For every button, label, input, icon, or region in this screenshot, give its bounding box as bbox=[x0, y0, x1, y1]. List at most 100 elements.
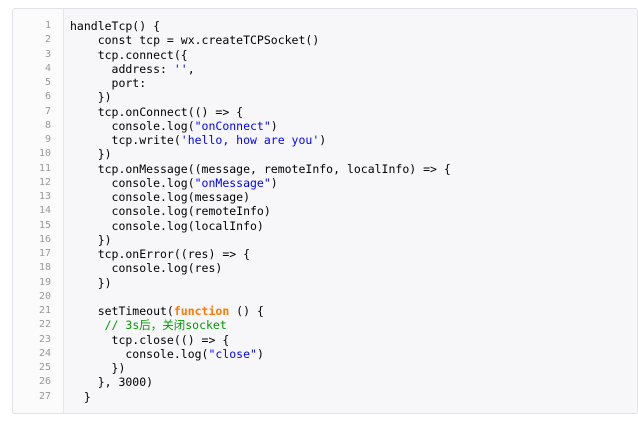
line-number: 7 bbox=[44, 105, 51, 117]
code-text: address: '', bbox=[70, 62, 195, 76]
code-text: console.log(message) bbox=[70, 190, 250, 204]
code-text: // 3s后，关闭socket bbox=[70, 318, 227, 332]
code-token: , bbox=[187, 61, 195, 76]
code-token: tcp.onConnect(() => { bbox=[70, 104, 244, 119]
code-token: }) bbox=[70, 90, 112, 105]
line-number: 5 bbox=[44, 77, 51, 88]
code-token: } bbox=[70, 389, 91, 404]
code-text: handleTcp() { bbox=[70, 19, 160, 33]
line-number: 9 bbox=[44, 134, 51, 145]
code-line: 20 bbox=[13, 290, 637, 304]
string-token: 'hello, how are you' bbox=[180, 133, 320, 147]
code-line: 12 console.log("onMessage") bbox=[13, 176, 637, 190]
code-token: ) bbox=[256, 346, 264, 361]
code-text: console.log("onConnect") bbox=[70, 119, 278, 133]
code-line: 23 tcp.close(() => { bbox=[13, 333, 637, 347]
code-line: 24 console.log("close") bbox=[13, 347, 637, 361]
code-text: }) bbox=[70, 147, 112, 161]
code-token: console.log( bbox=[70, 175, 195, 190]
code-line: 13 console.log(message) bbox=[13, 190, 637, 204]
code-line: 26 }, 3000) bbox=[13, 375, 637, 389]
line-number: 10 bbox=[38, 148, 51, 160]
code-token: }) bbox=[70, 232, 112, 247]
code-text: console.log("close") bbox=[70, 347, 264, 361]
line-number: 27 bbox=[38, 390, 51, 402]
line-number: 13 bbox=[38, 191, 51, 202]
code-token: console.log(localInfo) bbox=[70, 218, 264, 233]
code-token: console.log( bbox=[70, 118, 195, 133]
code-line: 8 console.log("onConnect") bbox=[13, 119, 637, 133]
code-token: }) bbox=[70, 361, 126, 375]
code-token: address: bbox=[70, 61, 174, 76]
string-token: "close" bbox=[208, 346, 257, 361]
line-number: 3 bbox=[44, 48, 51, 60]
string-token: "onMessage" bbox=[194, 175, 271, 190]
code-token: tcp.onMessage((message, remoteInfo, loca… bbox=[70, 161, 451, 176]
code-text: console.log(localInfo) bbox=[70, 219, 264, 233]
code-line: 17 tcp.onError((res) => { bbox=[13, 247, 637, 261]
line-number: 20 bbox=[38, 290, 51, 302]
code-line: 1 handleTcp() { bbox=[13, 19, 637, 33]
line-number: 14 bbox=[38, 205, 51, 217]
code-text: }, 3000) bbox=[70, 375, 153, 389]
code-line: 15 console.log(localInfo) bbox=[13, 219, 637, 233]
line-number: 17 bbox=[38, 248, 51, 259]
code-token: tcp.onError((res) => { bbox=[70, 247, 251, 261]
line-number-gutter bbox=[13, 9, 64, 413]
code-text: }) bbox=[70, 276, 112, 290]
code-line: 14 console.log(remoteInfo) bbox=[13, 204, 637, 218]
code-line: 19 }) bbox=[13, 276, 637, 290]
code-text: }) bbox=[70, 361, 126, 375]
code-line: 9 tcp.write('hello, how are you') bbox=[13, 133, 637, 147]
code-text: console.log(res) bbox=[70, 261, 223, 275]
code-text: port: bbox=[70, 76, 147, 90]
code-line: 4 address: '', bbox=[13, 62, 637, 76]
line-number: 11 bbox=[38, 162, 51, 174]
code-token: const tcp = wx.createTCPSocket() bbox=[70, 33, 320, 48]
code-token: setTimeout( bbox=[70, 304, 174, 318]
string-token: '' bbox=[173, 61, 188, 76]
code-token: }) bbox=[70, 147, 112, 162]
line-number: 2 bbox=[44, 34, 51, 46]
code-line: 18 console.log(res) bbox=[13, 261, 637, 275]
code-line: 5 port: bbox=[13, 76, 637, 90]
line-number: 24 bbox=[38, 347, 51, 359]
keyword-token: function bbox=[173, 304, 230, 318]
code-text: tcp.onError((res) => { bbox=[70, 247, 250, 261]
line-number: 19 bbox=[38, 276, 51, 288]
code-token: tcp.connect({ bbox=[70, 47, 188, 62]
code-text: console.log(remoteInfo) bbox=[70, 204, 271, 218]
string-token: "onConnect" bbox=[194, 118, 271, 133]
code-text: tcp.connect({ bbox=[70, 48, 188, 62]
line-number: 18 bbox=[38, 262, 51, 274]
code-token: }) bbox=[70, 275, 112, 290]
line-number: 16 bbox=[38, 233, 51, 245]
line-number: 1 bbox=[44, 20, 51, 31]
line-number: 6 bbox=[44, 91, 51, 103]
code-line: 27 } bbox=[13, 390, 637, 404]
code-line: 6 }) bbox=[13, 90, 637, 104]
line-number: 12 bbox=[38, 176, 51, 188]
code-text: console.log("onMessage") bbox=[70, 176, 278, 190]
code-line: 10 }) bbox=[13, 147, 637, 161]
code-token: ) bbox=[270, 118, 278, 133]
code-token: ) bbox=[270, 175, 278, 190]
code-token: console.log( bbox=[70, 346, 209, 361]
code-token: handleTcp() { bbox=[70, 19, 161, 33]
code-text: tcp.write('hello, how are you') bbox=[70, 133, 327, 147]
code-line: 25 }) bbox=[13, 361, 637, 375]
code-line: 3 tcp.connect({ bbox=[13, 48, 637, 62]
code-token: () { bbox=[229, 304, 264, 318]
comment-token: // 3s后，关闭socket bbox=[104, 318, 227, 333]
code-text: tcp.close(() => { bbox=[70, 333, 230, 347]
code-text: tcp.onMessage((message, remoteInfo, loca… bbox=[70, 162, 451, 176]
code-line: 2 const tcp = wx.createTCPSocket() bbox=[13, 33, 637, 47]
code-token: console.log(remoteInfo) bbox=[70, 204, 271, 219]
line-number: 25 bbox=[38, 362, 51, 373]
code-line: 7 tcp.onConnect(() => { bbox=[13, 105, 637, 119]
code-text: }) bbox=[70, 233, 112, 247]
line-number: 23 bbox=[38, 333, 51, 345]
code-token: console.log(message) bbox=[70, 190, 251, 204]
